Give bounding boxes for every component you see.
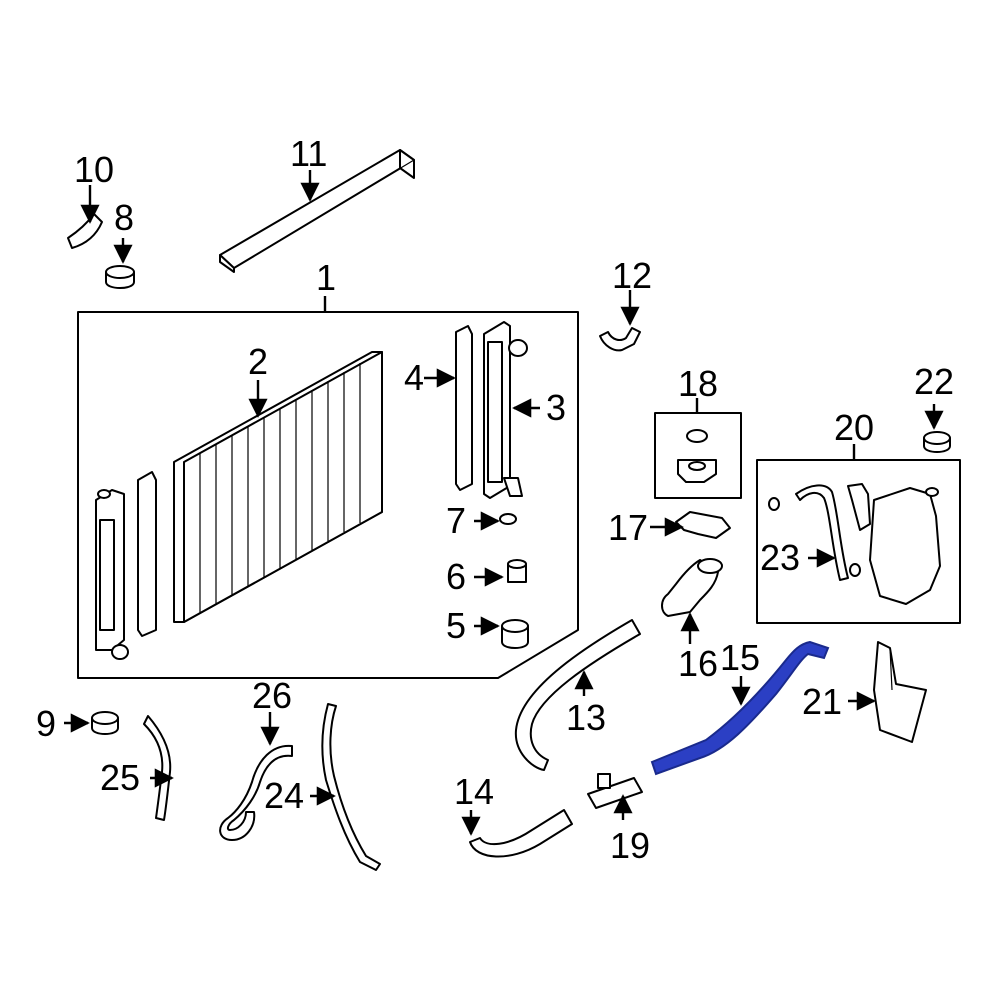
- left-seal-strip: [137, 471, 157, 637]
- o-ring-small-left: [768, 497, 780, 511]
- upper-seal-bar: [219, 149, 415, 273]
- callout-17: 17: [608, 507, 648, 548]
- callout-11: 11: [290, 133, 327, 174]
- callout-5: 5: [446, 605, 466, 646]
- right-tank: [483, 321, 528, 499]
- right-seal-strip: [455, 325, 473, 491]
- callout-8: 8: [114, 197, 134, 238]
- clip-part: [67, 213, 103, 249]
- callout-15: 15: [720, 637, 760, 678]
- grommet-part-8: [105, 265, 135, 289]
- hose-part-26: [219, 744, 293, 841]
- bracket-part-17: [675, 511, 731, 539]
- o-ring-part-7: [499, 513, 517, 525]
- callout-2: 2: [248, 341, 268, 382]
- left-tank: [95, 489, 129, 660]
- bracket-part-21: [873, 641, 927, 743]
- callout-16: 16: [678, 643, 718, 684]
- hose-part-13: [514, 619, 641, 771]
- cap-part-5: [501, 619, 529, 649]
- callout-26: 26: [252, 675, 292, 716]
- part-18-box: [654, 412, 742, 499]
- grommet-part-9: [91, 711, 119, 735]
- bracket-part-18: [677, 459, 717, 483]
- callout-1: 1: [316, 257, 336, 298]
- callout-12: 12: [612, 255, 652, 296]
- callout-25: 25: [100, 757, 140, 798]
- thermostat-housing: [661, 558, 723, 617]
- callout-18: 18: [678, 363, 718, 404]
- callout-labels: 1 2 3 4 5 6 7 8 9 10 11 12 13 14 15 16 1…: [36, 133, 954, 866]
- callout-14: 14: [454, 771, 494, 812]
- hose-part-23: [795, 484, 849, 581]
- callout-13: 13: [566, 697, 606, 738]
- coolant-reservoir: [847, 483, 941, 605]
- cap-part-22: [923, 431, 951, 453]
- elbow-hose-part-12: [599, 327, 641, 352]
- reservoir-assembly-box: [756, 459, 961, 624]
- o-ring-small-right: [849, 563, 861, 577]
- connector-part-19: [587, 773, 643, 809]
- leader-lines: [64, 170, 944, 836]
- hose-part-14: [469, 809, 573, 858]
- o-ring-part-18: [686, 429, 708, 443]
- callout-20: 20: [834, 407, 874, 448]
- hose-part-25: [143, 715, 172, 821]
- callout-3: 3: [546, 387, 566, 428]
- callout-23: 23: [760, 537, 800, 578]
- callout-19: 19: [610, 825, 650, 866]
- callout-6: 6: [446, 556, 466, 597]
- callout-10: 10: [74, 149, 114, 190]
- radiator-core: [173, 351, 383, 623]
- callout-22: 22: [914, 361, 954, 402]
- callout-4: 4: [404, 357, 424, 398]
- callout-7: 7: [446, 500, 466, 541]
- callout-24: 24: [264, 775, 304, 816]
- highlighted-hose-part-15: [650, 640, 830, 776]
- hose-part-24: [321, 703, 381, 871]
- callout-21: 21: [802, 681, 842, 722]
- drain-plug-part-6: [507, 559, 527, 583]
- radiator-assembly-box: [77, 311, 579, 679]
- callout-9: 9: [36, 703, 56, 744]
